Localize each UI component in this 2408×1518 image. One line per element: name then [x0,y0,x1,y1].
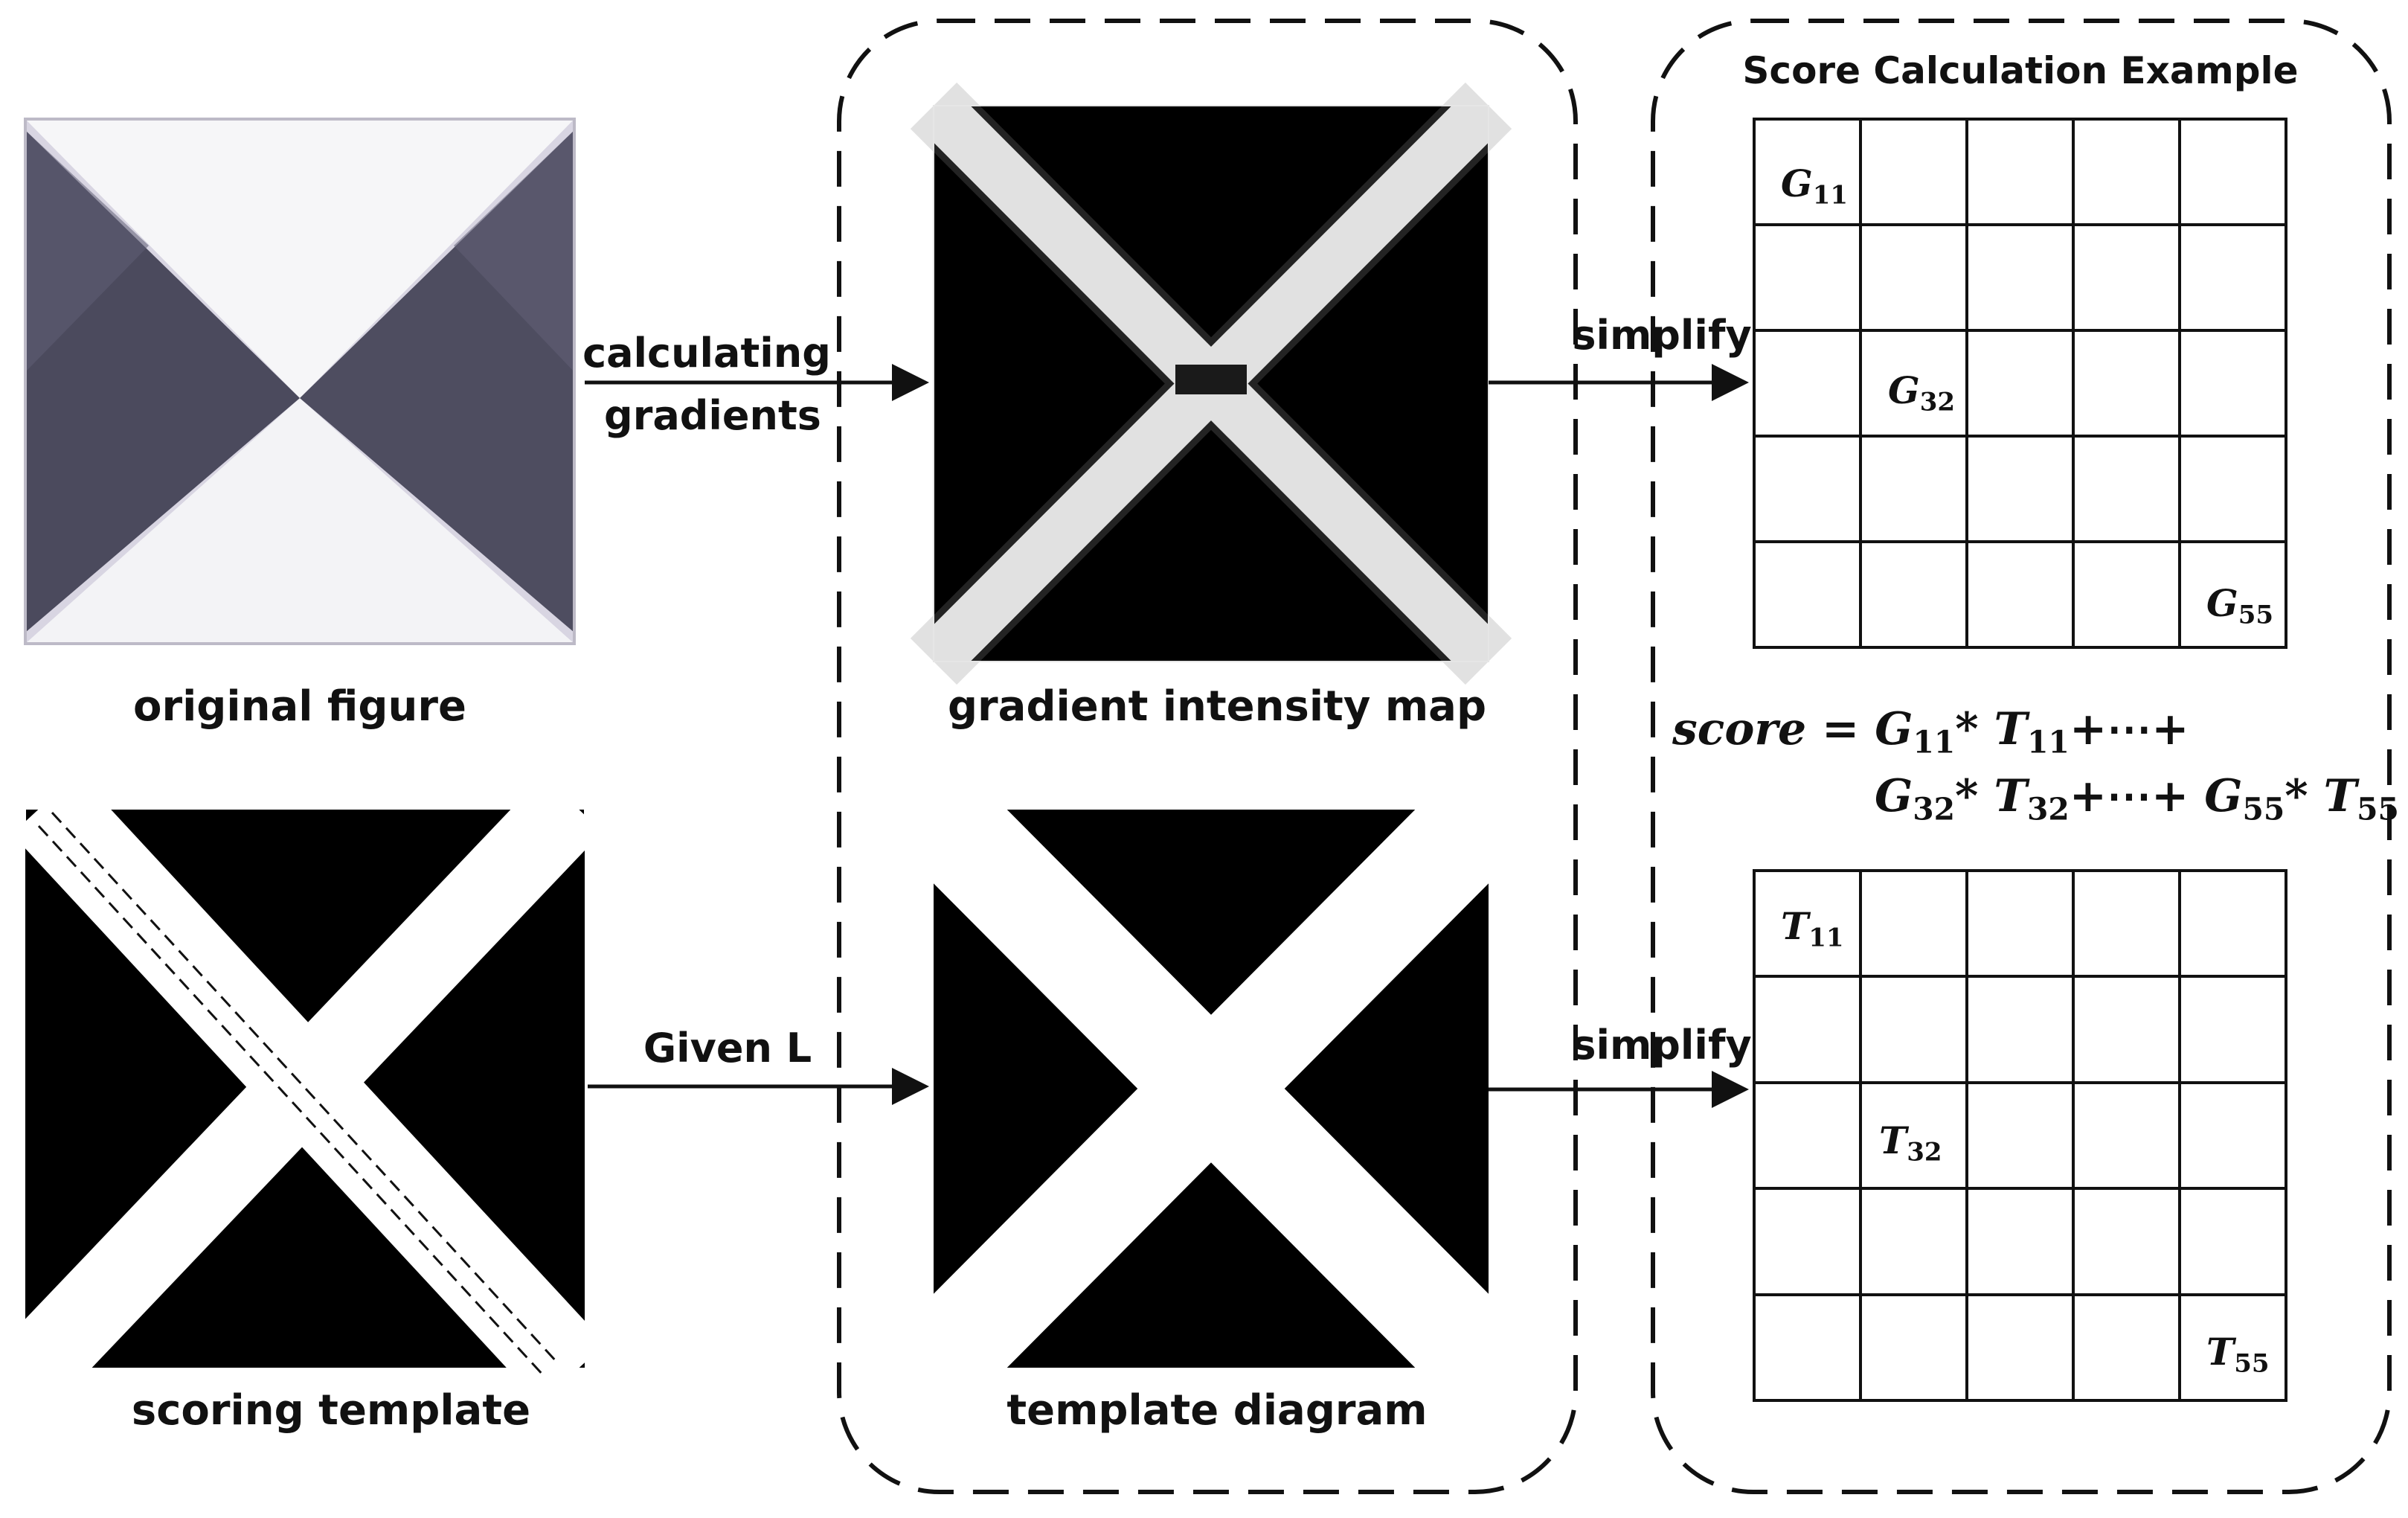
scoring-template-image [0,773,606,1404]
grid-g-cell-32: G32 [1888,368,1956,417]
arrow-label-simplify-bottom: simplify [1572,1022,1752,1069]
arrow-label-gradients: gradients [604,392,821,439]
middle-dashed-group [837,19,1578,1494]
label-score-calculation-title: Score Calculation Example [1742,49,2299,92]
arrow-label-given-l: Given L [643,1025,812,1072]
grid-t-cell-11: T11 [1781,904,1844,953]
label-gradient-intensity-map: gradient intensity map [947,682,1487,731]
grid-gradient [1753,118,2287,649]
grid-g-cell-11: G11 [1781,161,1849,211]
grid-g-cell-55: G55 [2206,581,2274,630]
original-figure-image [24,118,576,645]
grid-t-cell-32: T32 [1879,1118,1942,1168]
score-formula-line-2: G32* T32+⋯+ G55* T55 [1875,770,2399,827]
score-formula-line-1: score = G11* T11+⋯+ [1672,703,2189,760]
right-dashed-group [1651,19,2392,1494]
label-original-figure: original figure [133,682,466,731]
label-scoring-template: scoring template [131,1386,531,1435]
label-template-diagram: template diagram [1006,1386,1428,1435]
arrow-label-calculating: calculating [582,330,831,377]
grid-template [1753,869,2287,1402]
template-diagram-image [896,772,1526,1405]
gradient-intensity-image [910,82,1512,685]
grid-t-cell-55: T55 [2206,1330,2270,1379]
arrow-label-simplify-top: simplify [1572,312,1752,359]
